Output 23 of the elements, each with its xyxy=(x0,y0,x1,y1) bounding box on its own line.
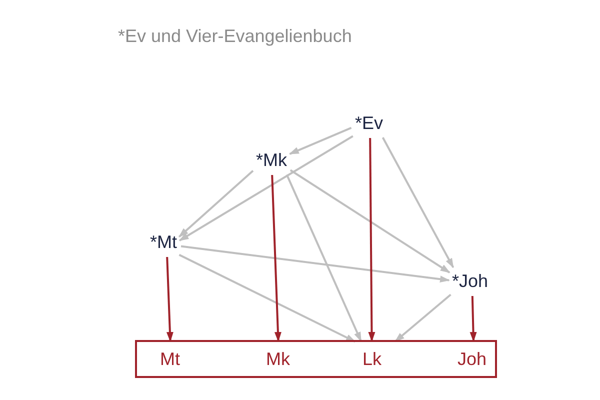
node-label: *Ev xyxy=(355,112,384,134)
gospel-label: Mt xyxy=(160,348,180,370)
arrow xyxy=(394,294,452,342)
gospel-label: Lk xyxy=(362,348,382,370)
arrow xyxy=(178,135,354,242)
arrow xyxy=(368,138,376,342)
arrow xyxy=(382,137,454,268)
gospel-label: Mk xyxy=(266,348,290,370)
arrow xyxy=(470,296,477,342)
arrow xyxy=(178,254,356,342)
node-label: *Mt xyxy=(150,231,177,253)
arrow xyxy=(290,169,450,274)
node-label: *Joh xyxy=(452,270,488,292)
arrow xyxy=(180,245,450,283)
arrow xyxy=(286,174,362,342)
arrow xyxy=(178,170,254,238)
gospels-frame xyxy=(135,340,497,378)
arrow xyxy=(271,174,282,342)
gospel-label: Joh xyxy=(457,348,487,370)
arrow xyxy=(166,256,174,342)
title: *Ev und Vier-Evangelienbuch xyxy=(118,25,352,47)
node-label: *Mk xyxy=(256,149,287,171)
arrow xyxy=(288,126,352,155)
